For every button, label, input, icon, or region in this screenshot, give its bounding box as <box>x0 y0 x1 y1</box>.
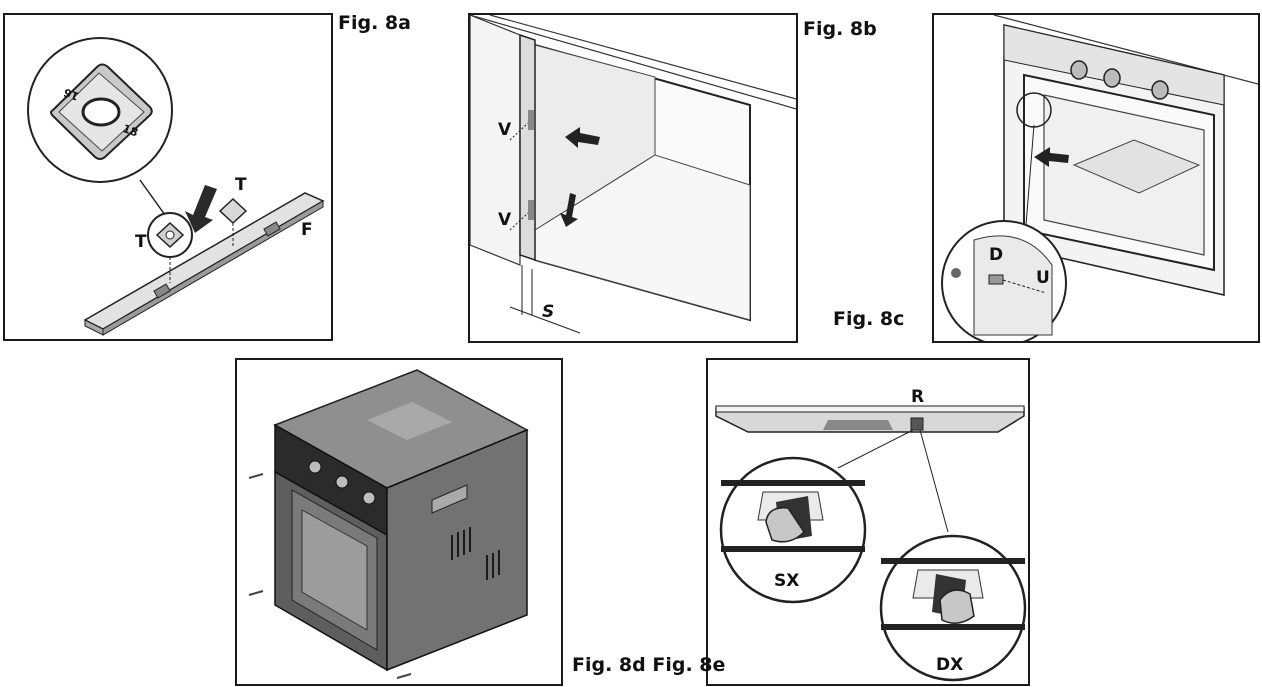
figure-8a-illustration: 16 18 T T F <box>27 37 325 336</box>
figure-8c-panel: D U <box>932 13 1260 343</box>
label-T-left: T <box>135 232 147 252</box>
figure-8d-panel <box>235 358 563 686</box>
bracket-number-16: 16 <box>62 85 81 103</box>
figure-8e-panel: R SX DX <box>706 358 1030 686</box>
label-T-right: T <box>235 175 247 195</box>
figure-8d-illustration <box>248 369 529 679</box>
bracket-number-18: 18 <box>121 122 140 139</box>
figure-8b-panel: V V S <box>468 13 798 343</box>
caption-fig-8c: Fig. 8c <box>833 308 905 330</box>
figure-8c-illustration: D U <box>941 15 1258 341</box>
figure-8b-illustration: V V S <box>470 15 796 334</box>
label-U: U <box>1036 268 1050 288</box>
label-R: R <box>911 387 924 407</box>
label-V-bottom: V <box>498 210 512 230</box>
caption-fig-8b: Fig. 8b <box>803 18 877 40</box>
label-S: S <box>542 302 554 322</box>
caption-fig-8d-8e: Fig. 8d Fig. 8e <box>572 654 726 676</box>
label-SX: SX <box>774 571 799 591</box>
label-D: D <box>989 245 1003 265</box>
label-V-top: V <box>498 120 512 140</box>
caption-fig-8a: Fig. 8a <box>338 12 411 34</box>
label-DX: DX <box>936 655 963 675</box>
label-F: F <box>301 220 313 240</box>
figure-8a-panel: 16 18 T T F <box>3 13 333 341</box>
figure-8e-illustration: R SX DX <box>715 387 1027 682</box>
